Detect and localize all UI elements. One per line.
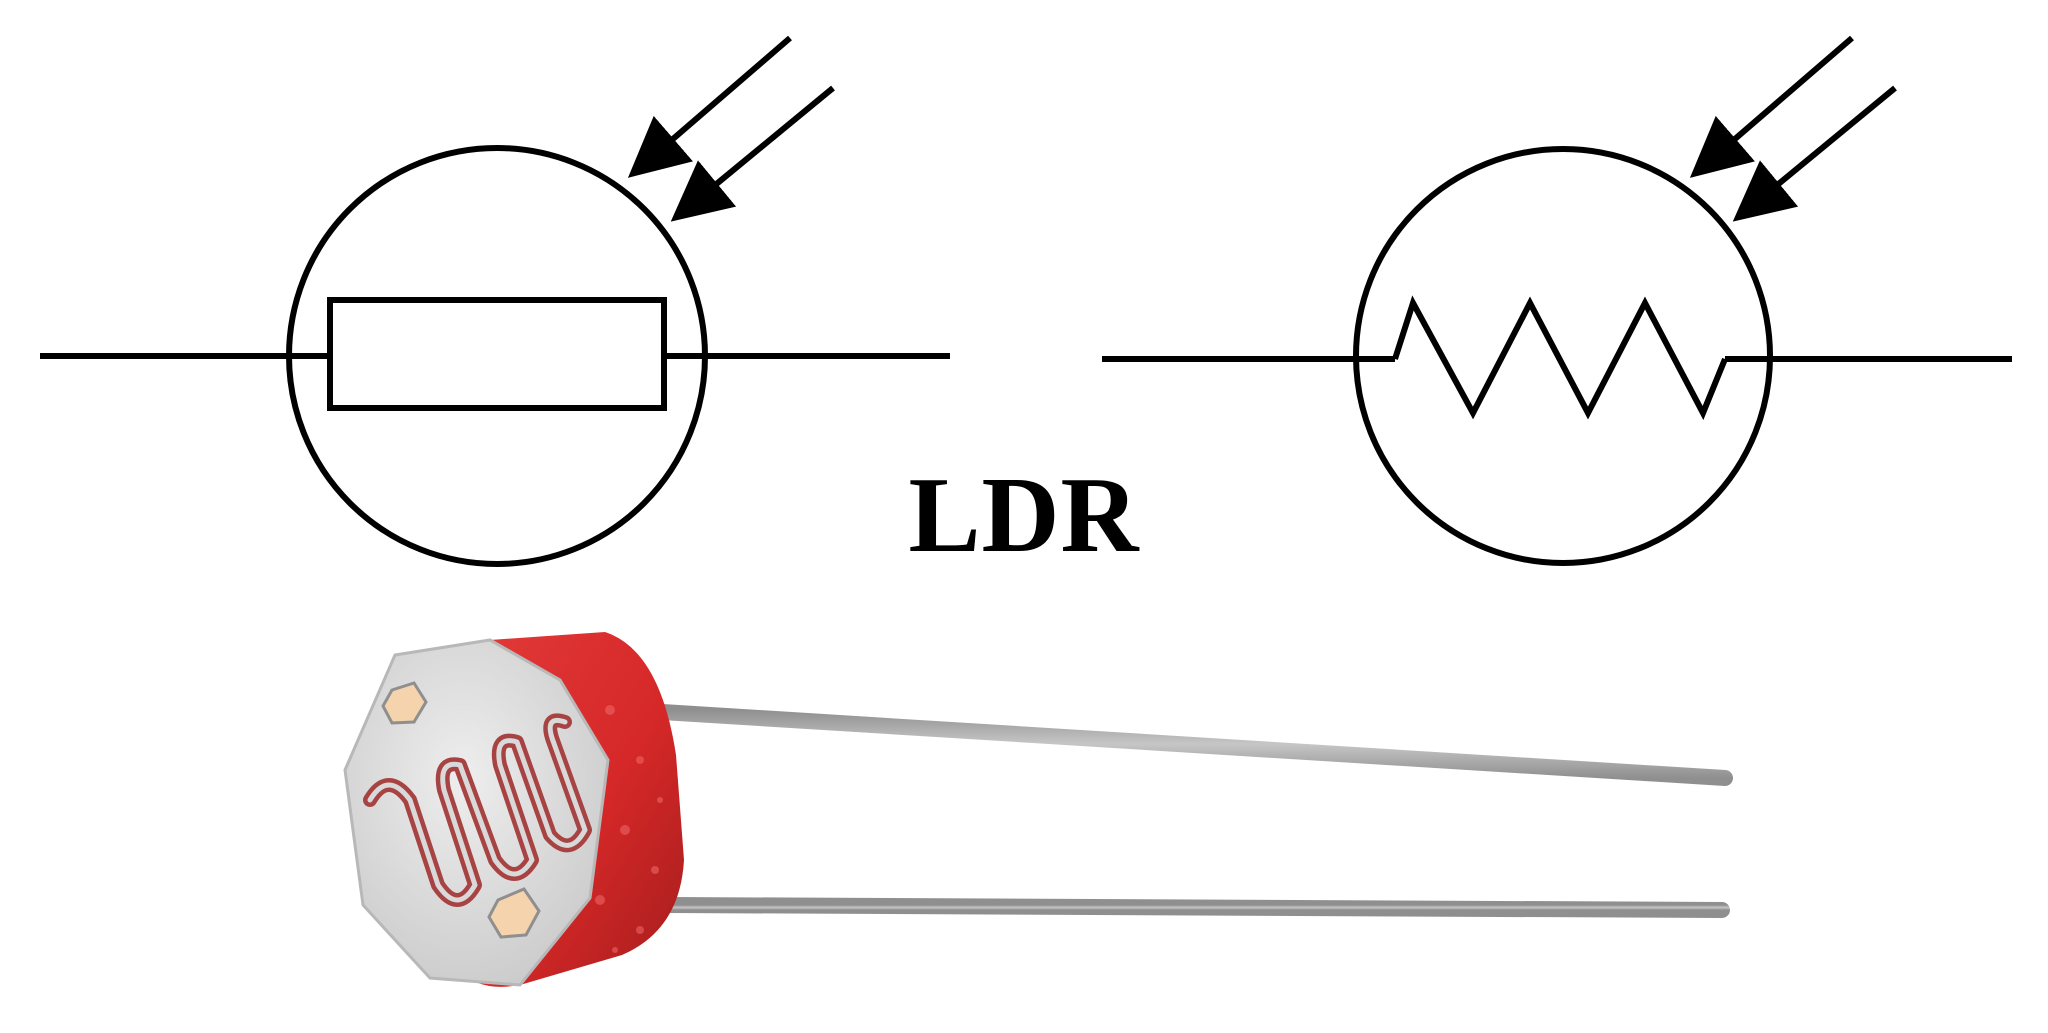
light-arrows-icon <box>627 35 835 222</box>
terminal-pad-bottom <box>487 887 541 939</box>
light-arrows-icon <box>1689 35 1897 222</box>
ldr-symbol-rectangle-resistor <box>40 35 950 567</box>
lead-wire-top <box>622 702 1733 786</box>
ldr-symbol-zigzag-resistor <box>1102 35 2012 566</box>
lead-wire-bottom <box>662 897 1730 918</box>
symbol-circle <box>286 145 708 567</box>
ldr-label: LDR <box>908 456 1140 575</box>
symbol-circle <box>1353 146 1773 566</box>
resistor-zigzag <box>1392 295 1728 421</box>
photoresistor-icon <box>343 632 1733 987</box>
resistor-rectangle <box>327 297 667 411</box>
terminal-pad-top <box>381 681 428 725</box>
